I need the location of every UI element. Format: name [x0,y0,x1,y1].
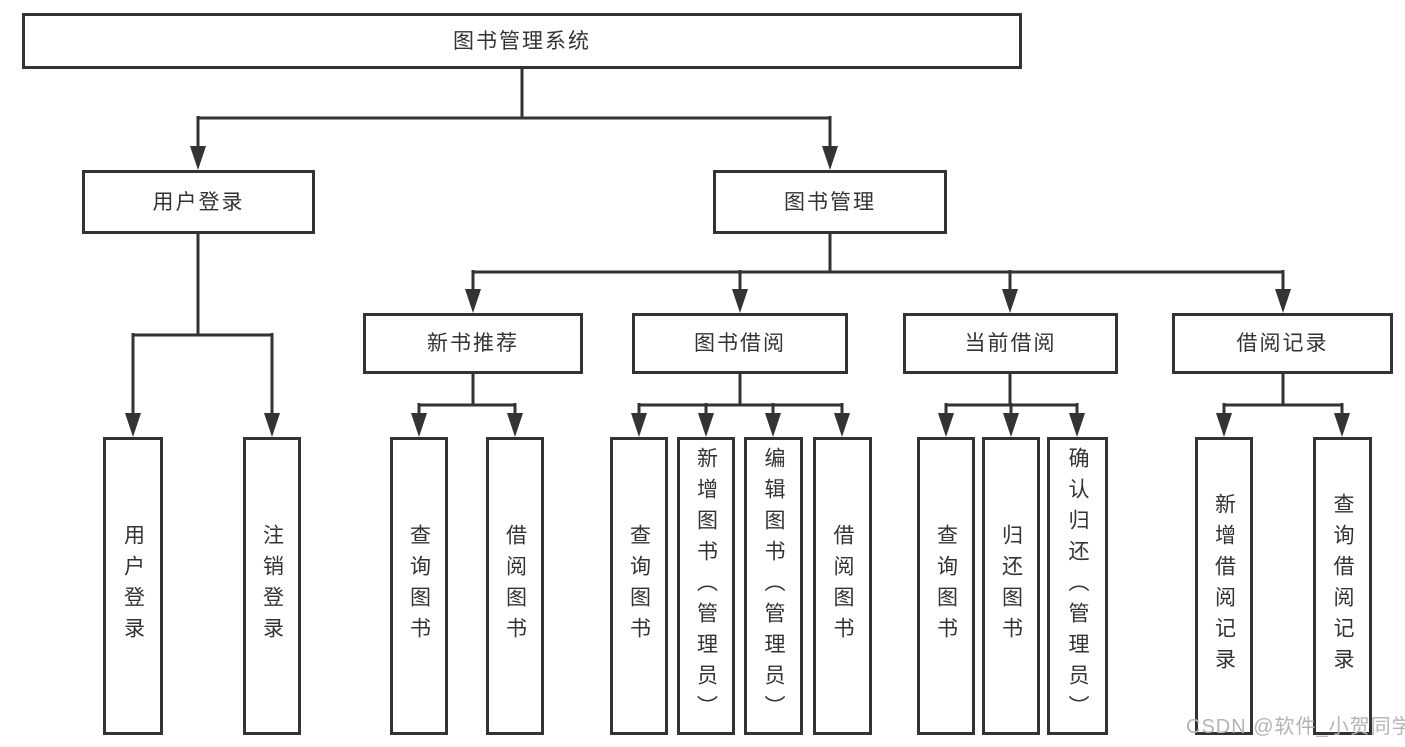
node-root-library-system: 图书管理系统 [22,13,1022,69]
leaf-newbook-borrow-book: 借阅图书 [486,437,544,735]
arrowheads [125,146,1350,437]
leaf-borrow-edit-book-admin: 编辑图书（管理员） [744,437,803,735]
leaf-label: 确认归还（管理员） [1066,446,1089,726]
leaf-current-query-book: 查询图书 [917,437,975,735]
leaf-label: 借阅图书 [503,524,527,648]
leaf-borrow-borrow-book: 借阅图书 [813,437,872,735]
leaf-label: 注销登录 [260,524,284,648]
leaf-record-query-borrow-record: 查询借阅记录 [1313,437,1372,735]
leaf-label: 编辑图书（管理员） [762,446,785,726]
node-new-book-recommend: 新书推荐 [363,313,583,374]
leaf-label: 查询图书 [407,524,431,648]
csdn-watermark: CSDN @软件_小贺同学 [1186,716,1405,738]
leaf-current-confirm-return-admin: 确认归还（管理员） [1047,437,1108,735]
node-label: 新书推荐 [427,332,519,355]
node-label: 图书管理 [784,190,876,214]
node-label: 用户登录 [152,190,245,214]
leaf-record-add-borrow-record: 新增借阅记录 [1195,437,1253,735]
leaf-label: 借阅图书 [831,524,854,648]
leaf-label: 查询图书 [627,524,651,648]
leaf-label: 新增图书（管理员） [694,446,718,726]
node-user-login: 用户登录 [82,170,315,234]
leaf-borrow-add-book-admin: 新增图书（管理员） [677,437,735,735]
node-label: 借阅记录 [1236,332,1329,355]
leaf-borrow-query-book: 查询图书 [610,437,668,735]
node-label: 图书管理系统 [453,29,591,53]
leaf-label: 查询借阅记录 [1331,493,1354,679]
node-label: 当前借阅 [964,332,1057,355]
node-book-borrow: 图书借阅 [632,313,848,374]
node-borrow-record: 借阅记录 [1172,313,1393,374]
leaf-current-return-book: 归还图书 [982,437,1040,735]
leaf-label: 归还图书 [999,524,1023,648]
node-current-borrow: 当前借阅 [903,313,1118,374]
leaf-label: 查询图书 [934,524,958,648]
leaf-label: 新增借阅记录 [1212,493,1236,679]
leaf-newbook-query-book: 查询图书 [390,437,448,735]
node-book-management: 图书管理 [713,170,947,234]
node-label: 图书借阅 [694,332,786,355]
leaf-label: 用户登录 [121,524,145,648]
leaf-logout: 注销登录 [243,437,301,735]
leaf-user-login: 用户登录 [103,437,163,735]
